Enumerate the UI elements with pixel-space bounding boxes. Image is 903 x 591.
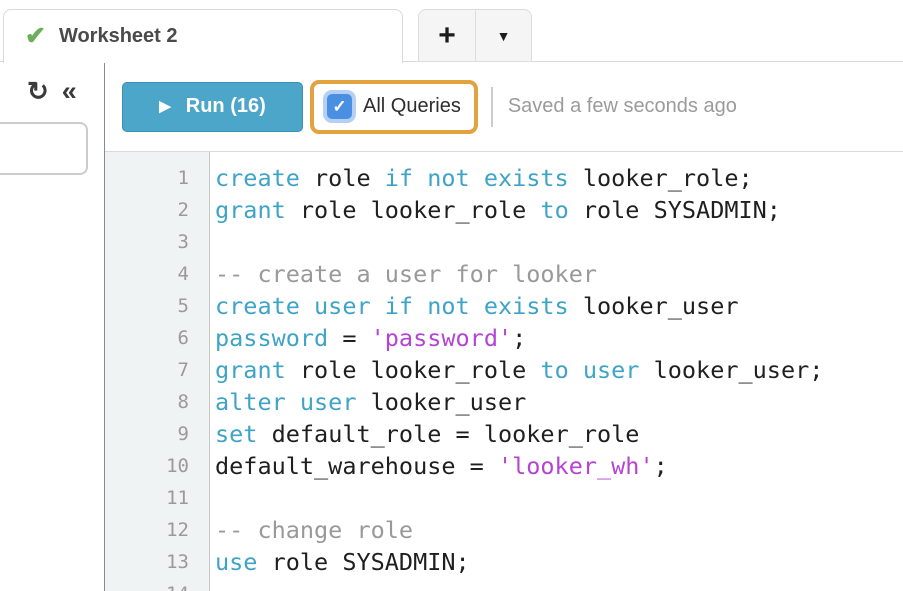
code-line[interactable]: grant role looker_role to role SYSADMIN;	[215, 194, 903, 226]
code-line[interactable]: -- create a user for looker	[215, 258, 903, 290]
code-token: role SYSADMIN;	[257, 548, 470, 576]
code-token: password	[215, 324, 329, 352]
code-token: =	[328, 324, 371, 352]
line-number: 8	[177, 391, 189, 413]
code-token: use	[215, 548, 258, 576]
code-token: to user	[540, 356, 640, 384]
code-token: grant	[215, 356, 286, 384]
all-queries-highlight: ✓ All Queries	[310, 79, 478, 134]
code-line[interactable]	[215, 226, 903, 258]
refresh-icon[interactable]: ↻	[27, 76, 49, 106]
gutter: 1234567891011121314	[105, 152, 210, 591]
check-icon: ✔	[25, 22, 46, 50]
checkmark-icon: ✓	[332, 96, 347, 116]
saved-status: Saved a few seconds ago	[507, 95, 737, 117]
code-token: ;	[512, 324, 527, 352]
line-number: 3	[177, 231, 189, 253]
code-line[interactable]: password = 'password';	[215, 322, 903, 354]
line-number: 11	[166, 487, 189, 509]
code-token: to	[540, 196, 569, 224]
play-icon: ▶	[159, 98, 171, 115]
code-token: alter user	[215, 388, 357, 416]
collapse-sidebar-icon[interactable]: «	[61, 76, 77, 106]
code-token: ;	[653, 452, 668, 480]
worksheet-toolbar: ▶ Run (16) ✓ All Queries Saved a few sec…	[105, 62, 903, 152]
line-number: 14	[105, 578, 189, 591]
tab-worksheet-2[interactable]: ✔ Worksheet 2	[3, 9, 403, 63]
tab-bar: ✔ Worksheet 2 + ▼	[0, 0, 903, 63]
code-line[interactable]	[215, 578, 903, 591]
line-number: 4	[177, 263, 189, 285]
code-token: default_warehouse =	[215, 452, 498, 480]
code-lines[interactable]: create role if not exists looker_role;gr…	[210, 152, 903, 591]
line-number: 9	[177, 423, 189, 445]
code-token: grant	[215, 196, 286, 224]
worksheet-panel: ▶ Run (16) ✓ All Queries Saved a few sec…	[105, 62, 903, 591]
code-token: looker_user;	[639, 356, 824, 384]
code-token: looker_role;	[568, 164, 753, 192]
line-number: 1	[177, 167, 189, 189]
all-queries-label[interactable]: All Queries	[363, 95, 461, 117]
code-token: role	[299, 164, 385, 192]
plus-icon: +	[438, 18, 456, 52]
code-token: 'password'	[370, 324, 513, 352]
code-token: if not exists	[384, 164, 569, 192]
sql-editor[interactable]: 1234567891011121314 create role if not e…	[105, 152, 903, 591]
code-token: 'looker_wh'	[497, 452, 654, 480]
code-line[interactable]	[215, 482, 903, 514]
tab-actions-group: + ▼	[418, 9, 532, 62]
run-button[interactable]: ▶ Run (16)	[122, 81, 303, 132]
tab-label: Worksheet 2	[58, 25, 178, 47]
run-button-label: Run (16)	[185, 95, 266, 117]
code-token: -- change role	[215, 516, 414, 544]
code-token: create	[215, 164, 300, 192]
toolbar-divider	[490, 86, 493, 127]
line-number: 7	[177, 359, 189, 381]
worksheet-menu-button[interactable]: ▼	[475, 10, 531, 61]
code-token: role looker_role	[285, 196, 541, 224]
sidebar-search-box[interactable]	[0, 122, 88, 175]
object-sidebar: ↻ «	[0, 62, 105, 591]
sidebar-icons: ↻ «	[0, 62, 104, 105]
code-line[interactable]: use role SYSADMIN;	[215, 546, 903, 578]
line-number: 10	[166, 455, 189, 477]
all-queries-checkbox[interactable]: ✓	[327, 94, 352, 119]
line-number: 12	[166, 519, 189, 541]
code-token: set	[215, 420, 258, 448]
code-line[interactable]: set default_role = looker_role	[215, 418, 903, 450]
new-worksheet-button[interactable]: +	[419, 10, 475, 61]
line-number: 13	[166, 551, 189, 573]
caret-down-icon: ▼	[496, 27, 511, 44]
code-line[interactable]: create role if not exists looker_role;	[215, 162, 903, 194]
code-line[interactable]: -- change role	[215, 514, 903, 546]
code-line[interactable]: alter user looker_user	[215, 386, 903, 418]
code-token: default_role = looker_role	[257, 420, 640, 448]
code-line[interactable]: default_warehouse = 'looker_wh';	[215, 450, 903, 482]
code-token: looker_user	[356, 388, 527, 416]
code-token: role looker_role	[285, 356, 541, 384]
code-token: role SYSADMIN;	[568, 196, 781, 224]
code-token: -- create a user for looker	[215, 260, 598, 288]
main-area: ↻ « ▶ Run (16) ✓ All Queries Saved a few…	[0, 62, 903, 591]
code-line[interactable]: grant role looker_role to user looker_us…	[215, 354, 903, 386]
line-number: 5	[177, 295, 189, 317]
code-token: looker_user	[568, 292, 739, 320]
code-token: create user if not exists	[215, 292, 569, 320]
line-number: 6	[177, 327, 189, 349]
code-line[interactable]: create user if not exists looker_user	[215, 290, 903, 322]
line-number: 2	[177, 199, 189, 221]
